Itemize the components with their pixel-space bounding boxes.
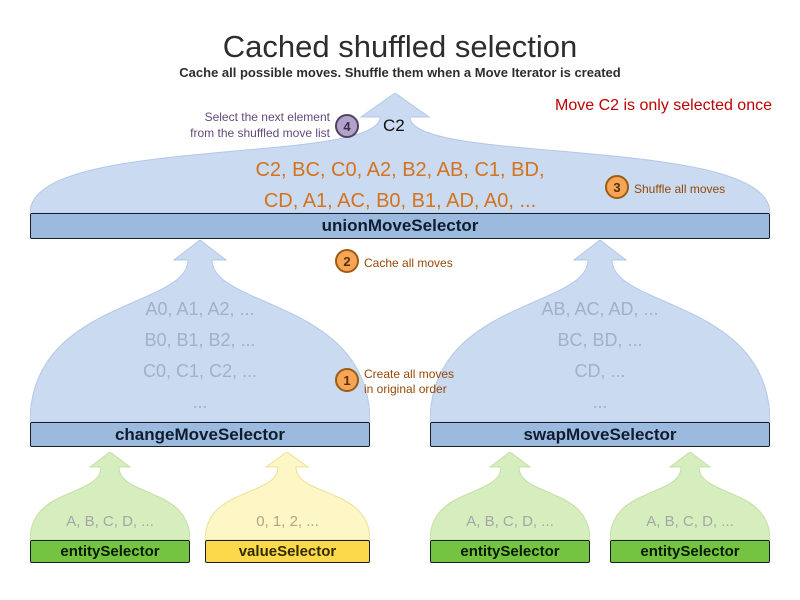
change-moves-line-2: B0, B1, B2, ... [144, 330, 256, 350]
step-1-label: Create all moves in original order [364, 367, 454, 397]
entity-funnel-2-shape [430, 452, 590, 540]
change-move-selector-bar: changeMoveSelector [30, 422, 370, 447]
step-2-badge: 2 [335, 249, 359, 273]
swap-move-selector-bar: swapMoveSelector [430, 422, 770, 447]
swap-moves-line-2: BC, BD, ... [557, 330, 643, 350]
entity-items-1: A, B, C, D, ... [66, 513, 154, 530]
entity-items-3: A, B, C, D, ... [646, 513, 734, 530]
annotation-line-1: Select the next element [204, 110, 330, 124]
annotation-select-next-element: Select the next element from the shuffle… [110, 109, 330, 141]
value-selector-bar: valueSelector [205, 540, 370, 563]
change-moves-line-4: ... [192, 392, 208, 412]
step-1-label-line-1: Create all moves [364, 367, 455, 381]
step-4-badge: 4 [335, 114, 359, 138]
entity-funnel-3-shape [610, 452, 770, 540]
union-funnel-shape [30, 93, 770, 213]
shuffled-moves-line-1: C2, BC, C0, A2, B2, AB, C1, BD, [255, 159, 545, 181]
step-3-label: Shuffle all moves [634, 182, 726, 196]
shuffled-moves-line-2: CD, A1, AC, B0, B1, AD, A0, ... [263, 190, 537, 212]
step-2-label: Cache all moves [364, 256, 453, 270]
step-1-label-line-2: in original order [364, 382, 447, 396]
entity-selector-bar-3: entitySelector [610, 540, 770, 563]
change-moves-line-1: A0, A1, A2, ... [145, 299, 255, 319]
swap-moves-line-4: ... [592, 392, 608, 412]
entity-selector-bar-2: entitySelector [430, 540, 590, 563]
entity-items-2: A, B, C, D, ... [466, 513, 554, 530]
swap-moves-list: AB, AC, AD, ... BC, BD, ... CD, ... ... [430, 294, 770, 418]
swap-funnel-shape [430, 240, 770, 422]
step-3-badge: 3 [605, 175, 629, 199]
value-items: 0, 1, 2, ... [256, 513, 319, 530]
union-move-selector-bar: unionMoveSelector [30, 213, 770, 239]
entity-selector-bar-1: entitySelector [30, 540, 190, 563]
change-moves-line-3: C0, C1, C2, ... [142, 361, 258, 381]
swap-moves-line-3: CD, ... [574, 361, 626, 381]
step-1-badge: 1 [335, 368, 359, 392]
entity-funnel-1-shape [30, 452, 190, 540]
note-move-selected-once: Move C2 is only selected once [555, 97, 772, 114]
change-funnel-shape [30, 240, 370, 422]
annotation-line-2: from the shuffled move list [190, 126, 330, 140]
page-title: Cached shuffled selection [222, 29, 578, 64]
swap-moves-line-1: AB, AC, AD, ... [541, 299, 659, 319]
value-funnel-shape [205, 452, 370, 540]
selected-move-output: C2 [383, 116, 405, 135]
page-subtitle: Cache all possible moves. Shuffle them w… [179, 65, 621, 80]
change-moves-list: A0, A1, A2, ... B0, B1, B2, ... C0, C1, … [30, 294, 370, 418]
